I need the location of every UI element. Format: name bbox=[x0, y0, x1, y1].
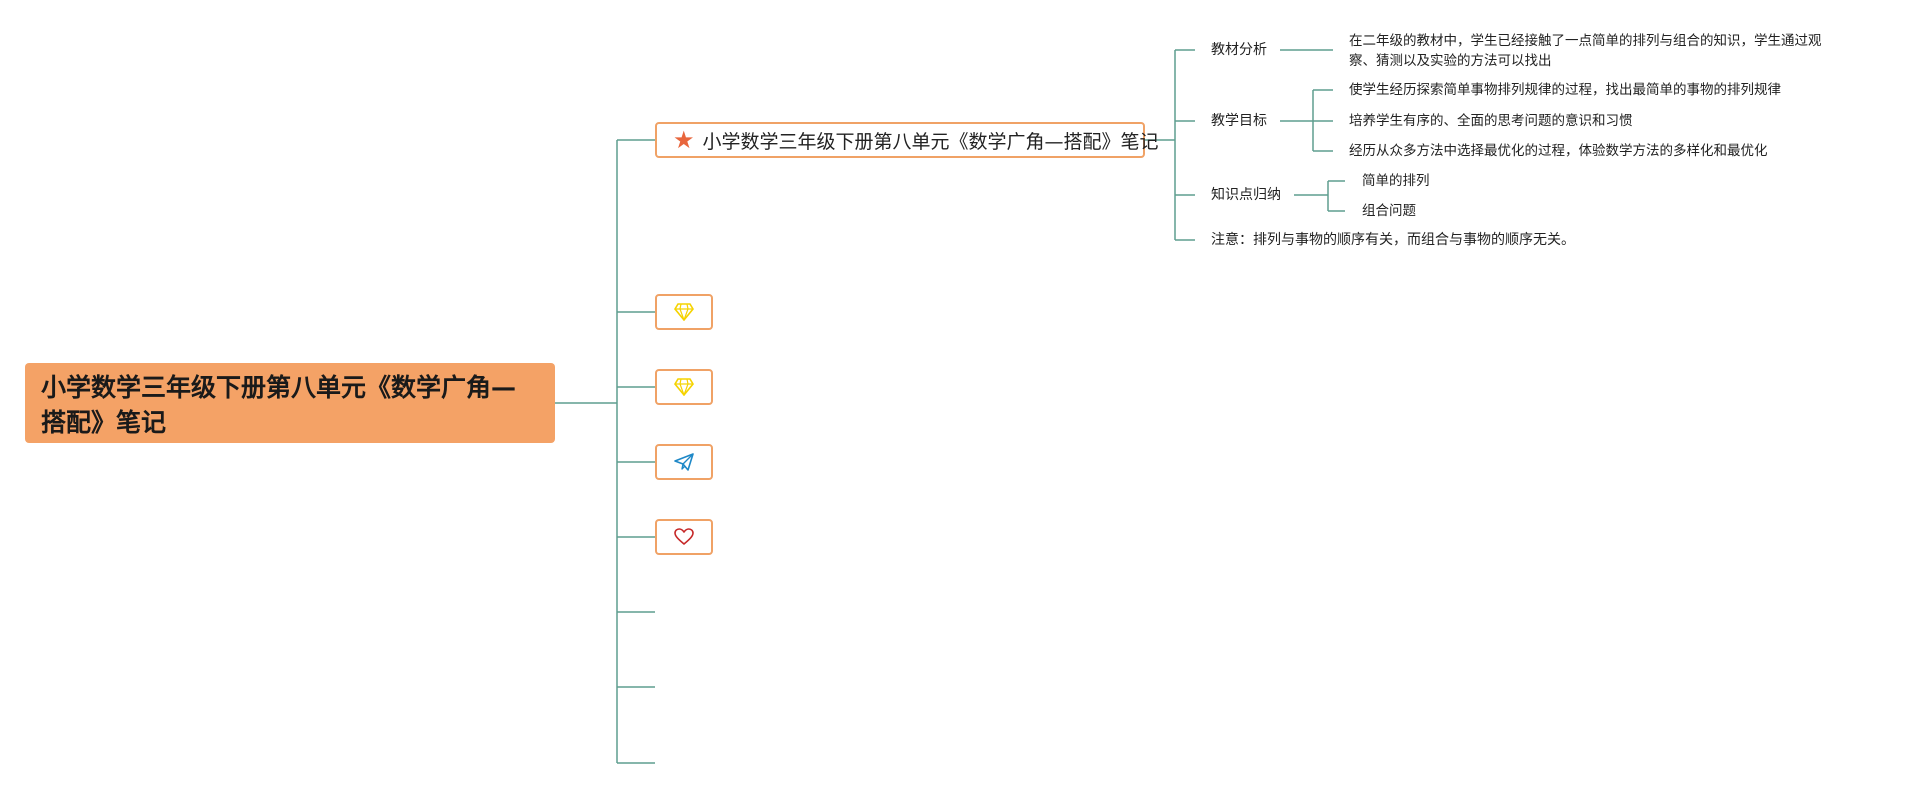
branch-node-main[interactable]: ★ 小学数学三年级下册第八单元《数学广角—搭配》笔记 bbox=[655, 122, 1159, 158]
branch-title: 小学数学三年级下册第八单元《数学广角—搭配》笔记 bbox=[702, 130, 1159, 153]
gem-icon bbox=[674, 303, 694, 321]
analysis-content: 在二年级的教材中，学生已经接触了一点简单的排列与组合的知识，学生通过观察、猜测以… bbox=[1349, 33, 1822, 69]
subtopic-note[interactable]: 注意：排列与事物的顺序有关，而组合与事物的顺序无关。 bbox=[1211, 232, 1575, 248]
paper-plane-icon bbox=[674, 453, 694, 471]
knowledge-item-2: 组合问题 bbox=[1362, 203, 1416, 219]
goal-item-3: 经历从众多方法中选择最优化的过程，体验数学方法的多样化和最优化 bbox=[1349, 143, 1768, 159]
subtopic-knowledge[interactable]: 知识点归纳 bbox=[1211, 187, 1281, 203]
heart-icon bbox=[674, 528, 694, 545]
subtopic-analysis[interactable]: 教材分析 bbox=[1211, 42, 1267, 58]
subtopic-goals[interactable]: 教学目标 bbox=[1211, 113, 1267, 129]
goal-item-2: 培养学生有序的、全面的思考问题的意识和习惯 bbox=[1349, 113, 1633, 129]
branch-node-gem-1[interactable] bbox=[655, 294, 713, 330]
gem-icon bbox=[674, 378, 694, 396]
root-title: 小学数学三年级下册第八单元《数学广角—搭配》笔记 bbox=[41, 373, 517, 437]
branch-node-heart[interactable] bbox=[655, 519, 713, 555]
branch-node-plane[interactable] bbox=[655, 444, 713, 480]
knowledge-item-1: 简单的排列 bbox=[1362, 173, 1430, 189]
branch-node-gem-2[interactable] bbox=[655, 369, 713, 405]
star-icon: ★ bbox=[673, 126, 695, 154]
root-node[interactable]: 小学数学三年级下册第八单元《数学广角—搭配》笔记 bbox=[25, 363, 555, 443]
goal-item-1: 使学生经历探索简单事物排列规律的过程，找出最简单的事物的排列规律 bbox=[1349, 82, 1781, 98]
